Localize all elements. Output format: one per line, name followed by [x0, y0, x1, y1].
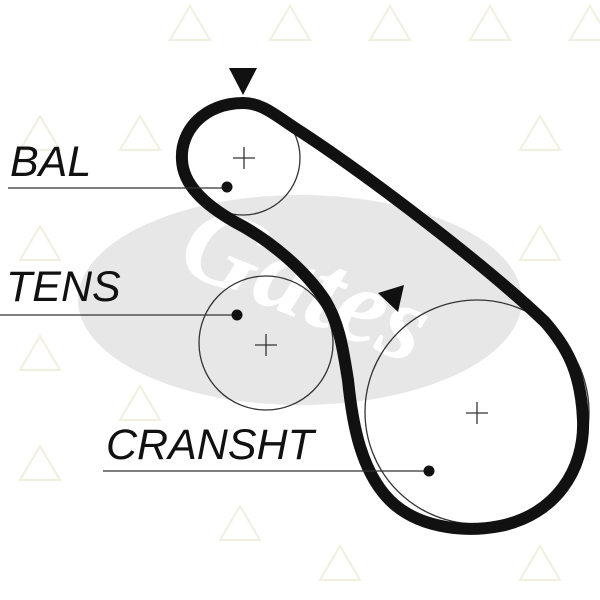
gates-watermark-logo: Gates — [78, 178, 522, 405]
reference-dot-icon — [231, 309, 243, 321]
triangle-pattern-icon — [18, 4, 600, 581]
watermark-ellipse — [78, 195, 522, 405]
timing-belt — [175, 97, 590, 535]
reference-dot-icon — [423, 465, 435, 477]
center-cross-icon — [233, 147, 488, 424]
belt-direction-arrow-icon — [229, 68, 257, 95]
reference-dot-icon — [221, 181, 233, 193]
tens-pulley — [198, 275, 334, 411]
tens-label: TENS — [6, 263, 121, 311]
belt-direction-arrow-icon — [378, 285, 404, 312]
bal-label: BAL — [10, 138, 91, 186]
cranksht-label: CRANSHT — [106, 421, 317, 469]
